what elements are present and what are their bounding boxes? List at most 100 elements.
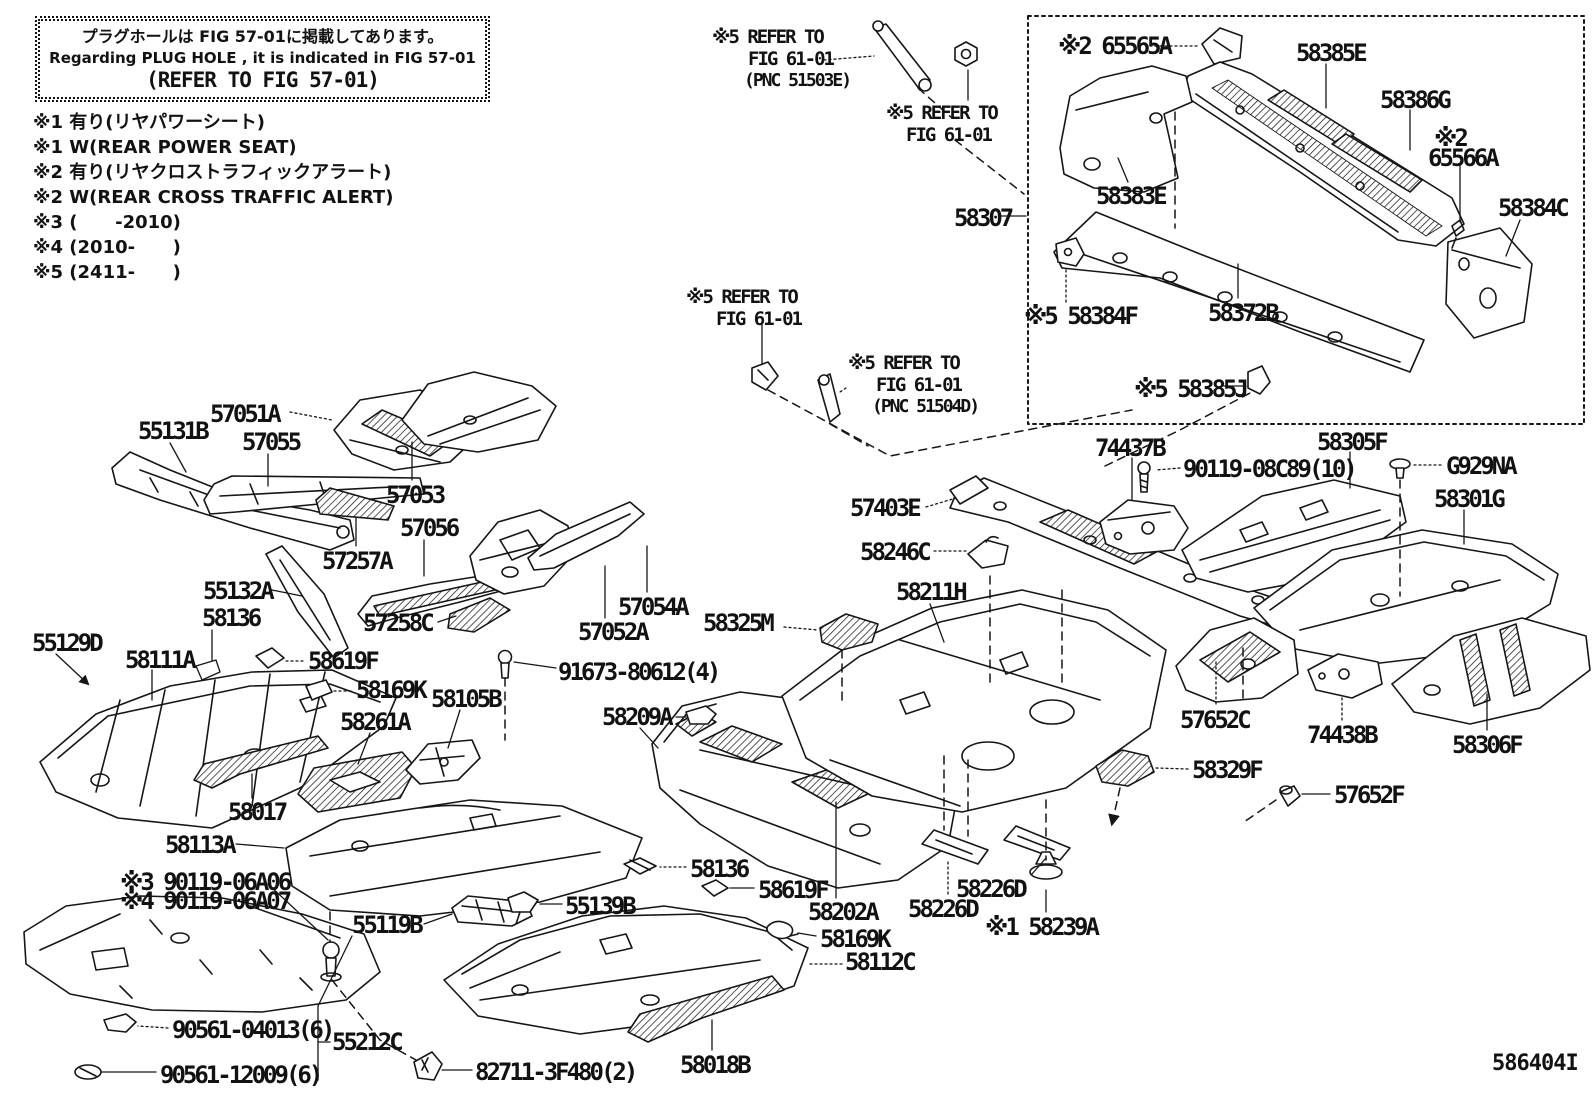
part-label-58383e: 58383E	[1096, 182, 1168, 210]
rear-panel-group-box	[1027, 15, 1585, 425]
part-label-57053: 57053	[386, 481, 446, 509]
part-58372b-reinforcement	[1053, 211, 1425, 373]
part-label-58112c: 58112C	[845, 948, 917, 976]
part-57652c-member	[1175, 617, 1299, 703]
part-label-74437b: 74437B	[1095, 434, 1167, 462]
part-label-558385j: ※5 58385J	[1134, 375, 1249, 403]
part-label-827113f4802: 82711-3F480(2)	[475, 1058, 638, 1086]
part-58226d-bar-2	[1003, 825, 1071, 861]
part-58169k-tab-upper	[305, 679, 333, 701]
part-label-58386g: 58386G	[1380, 86, 1452, 114]
part-58307-back-panel	[1181, 61, 1465, 247]
part-58113a-tunnel-panel	[285, 799, 643, 917]
part-58209a-clip	[685, 705, 717, 725]
part-label-fig6101: FIG 61-01	[716, 308, 803, 330]
part-label-pnc51503e: (PNC 51503E)	[744, 70, 852, 91]
part-91673-bolt	[497, 649, 513, 679]
part-g929na-plug	[1389, 458, 1411, 479]
part-74437b-bracket	[1099, 499, 1189, 555]
part-rod-pnc51503e	[872, 20, 932, 92]
part-label-57052a: 57052A	[578, 618, 650, 646]
part-90561-12009-pad	[74, 1064, 102, 1080]
part-label-fig6101: FIG 61-01	[748, 48, 835, 70]
part-label-5referto: ※5 REFER TO	[686, 286, 799, 308]
part-label-265565a: ※2 65565A	[1058, 32, 1173, 60]
part-58261a-block	[297, 751, 417, 813]
part-label-58136: 58136	[690, 855, 750, 883]
part-label-58111a: 58111A	[125, 646, 197, 674]
footnote-2: ※1 W(REAR POWER SEAT)	[33, 137, 297, 158]
part-label-58136: 58136	[202, 604, 262, 632]
part-58306f-panel	[1391, 617, 1591, 725]
part-58305f-rear-floor-front	[1181, 479, 1407, 593]
part-55139b-clip	[507, 891, 539, 925]
part-57652f-screw	[1279, 785, 1301, 807]
part-label-g929na: G929NA	[1446, 452, 1518, 480]
part-74438b-bracket	[1307, 653, 1383, 699]
part-90119-bolt	[320, 941, 342, 982]
part-label-fig6101: FIG 61-01	[876, 374, 963, 396]
part-57258c-piece	[447, 597, 511, 633]
part-label-55129d: 55129D	[32, 629, 104, 657]
part-label-90561040136: 90561-04013(6)	[172, 1016, 335, 1044]
part-label-58261a: 58261A	[340, 708, 412, 736]
part-58619f-pad-upper	[255, 647, 285, 669]
part-label-58209a: 58209A	[602, 703, 674, 731]
part-label-58018b: 58018B	[680, 1051, 752, 1079]
part-label-58226d: 58226D	[956, 875, 1028, 903]
footnote-4: ※2 W(REAR CROSS TRAFFIC ALERT)	[33, 187, 394, 208]
part-65565a-clip	[1201, 27, 1243, 65]
note-box-line-refer: (REFER TO FIG 57-01)	[146, 68, 380, 92]
part-label-58246c: 58246C	[860, 538, 932, 566]
part-label-2: ※2	[1434, 124, 1469, 152]
part-label-5referto: ※5 REFER TO	[886, 102, 999, 124]
part-58383e-bracket	[1059, 65, 1193, 193]
part-label-fig6101: FIG 61-01	[906, 124, 993, 146]
part-label-39011906a06: ※3 90119-06A06	[120, 868, 292, 896]
leader-lines	[55, 45, 1521, 1081]
part-57257a-bar	[315, 487, 395, 521]
part-label-58169k: 58169K	[356, 676, 428, 704]
part-label-57652f: 57652F	[1334, 781, 1406, 809]
part-58385e-strip	[1267, 89, 1355, 147]
part-label-58372b: 58372B	[1208, 299, 1280, 327]
part-nut	[954, 41, 978, 67]
part-clip-fig61	[751, 361, 779, 391]
part-58018b-rail	[627, 975, 785, 1043]
part-label-5referto: ※5 REFER TO	[712, 26, 825, 48]
note-box-inner: プラグホールは FIG 57-01に掲載してあります。 Regarding PL…	[38, 19, 487, 99]
part-label-57258c: 57258C	[363, 609, 435, 637]
footnote-list: ※1 有り(リヤパワーシート)※1 W(REAR POWER SEAT)※2 有…	[33, 110, 393, 285]
part-label-58301g: 58301G	[1434, 485, 1506, 513]
part-58211h-center-floor	[781, 589, 1167, 813]
part-label-5referto: ※5 REFER TO	[848, 352, 961, 374]
footnote-1: ※1 有り(リヤパワーシート)	[33, 112, 266, 133]
part-label-58105b: 58105B	[431, 685, 503, 713]
figure-id: 586404I	[1492, 1051, 1579, 1076]
part-65566a-clip	[1451, 219, 1465, 249]
part-58325m-strip	[819, 613, 879, 651]
part-label-58384c: 58384C	[1498, 194, 1570, 222]
part-label-57056: 57056	[400, 514, 460, 542]
part-label-57257a: 57257A	[322, 547, 394, 575]
part-label-58329f: 58329F	[1192, 756, 1264, 784]
part-58246c-bracket	[967, 535, 1009, 569]
part-82711-clip	[413, 1051, 443, 1081]
part-label-58226d: 58226D	[908, 895, 980, 923]
part-label-58385e: 58385E	[1296, 39, 1368, 67]
part-58226d-bar-1	[921, 829, 989, 865]
part-label-55139b: 55139B	[565, 892, 637, 920]
part-57056-rail	[357, 571, 513, 627]
part-58384c-bracket	[1445, 227, 1533, 339]
part-label-58211h: 58211H	[896, 578, 968, 606]
part-label-91673806124: 91673-80612(4)	[558, 658, 721, 686]
part-label-57055: 57055	[242, 428, 302, 456]
part-label-55119b: 55119B	[352, 911, 424, 939]
part-90119-08c89-bolt	[1137, 461, 1151, 493]
part-label-55131b: 55131B	[138, 417, 210, 445]
part-label-57051a: 57051A	[210, 400, 282, 428]
part-label-57403e: 57403E	[850, 494, 922, 522]
part-90561-04013-clip	[103, 1013, 137, 1033]
